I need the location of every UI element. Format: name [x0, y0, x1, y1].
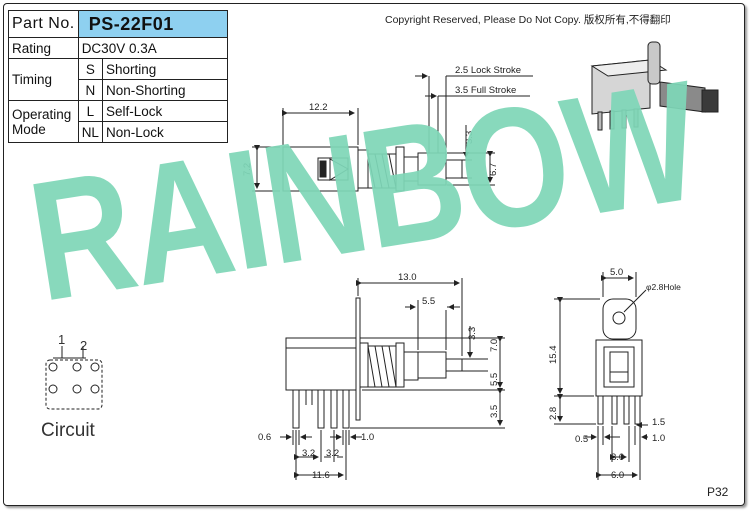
dim-label: 5.0: [610, 267, 623, 278]
rating-label: Rating: [8, 37, 79, 59]
copyright-notice: Copyright Reserved, Please Do Not Copy. …: [385, 14, 671, 26]
dim-label: 3.3: [464, 131, 475, 144]
timing-text: Shorting: [101, 58, 228, 80]
dim-label: 6.7: [488, 163, 499, 176]
mode-text: Non-Lock: [101, 121, 228, 143]
circuit-label: Circuit: [41, 420, 95, 441]
dim-label: 3.5: [489, 405, 500, 418]
circuit-diagram: [45, 346, 103, 410]
product-photo: [590, 41, 719, 131]
dim-label: 0.6: [258, 432, 271, 443]
dim-label: 0.5: [575, 434, 588, 445]
spec-table: Part No. PS-22F01 Rating DC30V 0.3A Timi…: [8, 10, 228, 143]
dim-label: 7.0: [489, 339, 500, 352]
hole-label: φ2.8Hole: [646, 282, 681, 292]
dim-label: 3.3: [467, 327, 478, 340]
dim-label: 2.8: [548, 407, 559, 420]
dim-label: 5.5: [422, 296, 435, 307]
dim-label: 15.4: [548, 346, 559, 365]
dim-label: 1.5: [652, 417, 665, 428]
timing-code: N: [77, 79, 103, 101]
dim-label: 3.2: [302, 448, 315, 459]
circuit-pin-label: 1: [58, 332, 65, 347]
timing-text: Non-Shorting: [101, 79, 228, 101]
full-stroke-label: 3.5 Full Stroke: [455, 85, 516, 96]
dim-label: 3.0: [611, 452, 624, 463]
dim-label: 12.2: [309, 102, 328, 113]
dim-label: 13.0: [398, 272, 417, 283]
circuit-pin-label: 2: [80, 338, 87, 353]
side-view: [280, 278, 505, 480]
end-view: [554, 272, 648, 480]
mode-code: NL: [77, 121, 103, 143]
dim-label: 3.2: [326, 448, 339, 459]
dim-label: 11.6: [312, 470, 330, 481]
lock-stroke-label: 2.5 Lock Stroke: [455, 65, 521, 76]
page-frame: [3, 3, 745, 506]
dim-label: 6.0: [611, 470, 624, 481]
dim-label: 5.5: [489, 373, 500, 386]
dim-label: 1.0: [652, 433, 665, 444]
dim-label: 1.0: [361, 432, 374, 443]
top-view: [252, 73, 533, 192]
dim-label: 7.2: [242, 163, 253, 176]
page-number: P32: [707, 485, 729, 499]
